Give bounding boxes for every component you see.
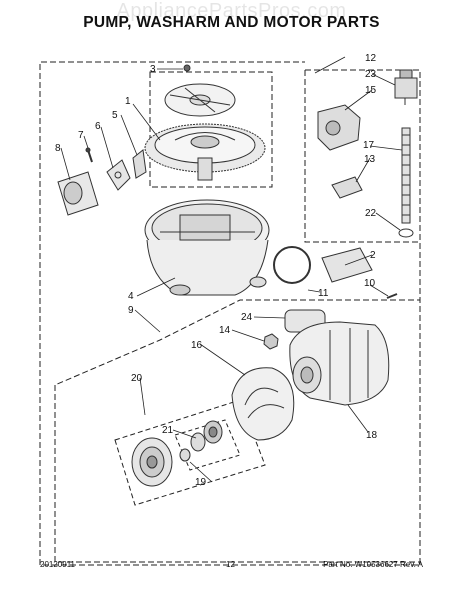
callout-labels: 3 1 2 4 5 6 7 8 9 10 11 12 13 14 15 16 1… <box>55 53 378 488</box>
callout-15: 15 <box>365 85 377 96</box>
part-16-drawing <box>231 367 295 441</box>
callout-3: 3 <box>150 64 156 75</box>
part-17-drawing <box>401 127 411 224</box>
footer-part-number: Part No. W10536627 Rev. A <box>323 560 423 569</box>
watermark: AppliancePartsPros.com <box>116 0 347 22</box>
footer-page-number: 12 <box>226 560 235 569</box>
callout-16: 16 <box>191 340 203 351</box>
callout-14: 14 <box>219 325 231 336</box>
callout-6: 6 <box>95 121 101 132</box>
part-21-drawing <box>190 420 223 452</box>
part-14-drawing <box>263 333 279 350</box>
callout-9: 9 <box>128 305 134 316</box>
assembly-20-border <box>114 399 266 506</box>
callout-5: 5 <box>112 110 118 121</box>
callout-17: 17 <box>363 140 375 151</box>
leader-lines <box>60 56 403 483</box>
callout-21: 21 <box>162 425 174 436</box>
sump-drawing <box>144 199 270 296</box>
callout-12: 12 <box>365 53 377 64</box>
callout-7: 7 <box>78 130 84 141</box>
upper-washarm-drawing <box>164 64 236 117</box>
part-13-drawing <box>331 176 363 199</box>
assembly-12-border <box>305 69 421 242</box>
motor-drawing <box>284 309 390 406</box>
part-7-drawing <box>85 147 93 163</box>
callout-24: 24 <box>241 312 253 323</box>
callout-11: 11 <box>318 288 329 299</box>
washarm-box <box>149 71 273 188</box>
callout-8: 8 <box>55 143 61 154</box>
part-5-drawing <box>132 149 147 179</box>
part-8-drawing <box>57 171 99 216</box>
callout-4: 4 <box>128 291 134 302</box>
page-title: PUMP, WASHARM AND MOTOR PARTS <box>83 14 380 31</box>
outer-assembly-border <box>39 61 421 566</box>
callout-2: 2 <box>370 250 376 261</box>
part-10-drawing <box>386 293 398 299</box>
part-15-drawing <box>317 104 361 151</box>
callout-13: 13 <box>364 154 376 165</box>
callout-18: 18 <box>366 430 378 441</box>
part-22-drawing <box>398 228 414 238</box>
assembly-9-border <box>54 299 421 563</box>
callout-19: 19 <box>195 477 207 488</box>
wash-arm-gear-drawing <box>144 123 266 181</box>
callout-20: 20 <box>131 373 143 384</box>
callout-22: 22 <box>365 208 377 219</box>
part-23-drawing <box>394 69 418 105</box>
footer-date: 20120911 <box>40 560 75 569</box>
callout-23: 23 <box>365 69 377 80</box>
callout-10: 10 <box>364 278 376 289</box>
part-6-drawing <box>106 159 131 191</box>
part-19-drawing <box>131 437 191 487</box>
part-2-drawing <box>321 247 373 283</box>
callout-1: 1 <box>125 96 131 107</box>
part-11-drawing <box>273 246 311 284</box>
